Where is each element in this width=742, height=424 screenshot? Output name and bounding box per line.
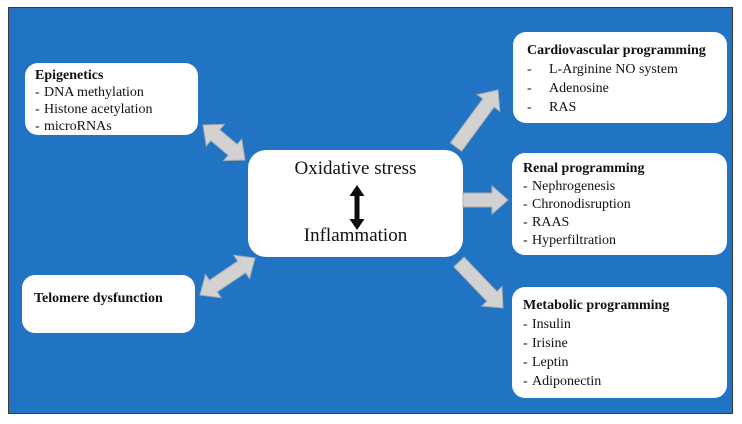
list-item: - Chronodisruption (523, 196, 721, 214)
list-item: - Histone acetylation (35, 101, 190, 118)
metabolic-title: Metabolic programming (523, 298, 670, 313)
item-text: DNA methylation (44, 85, 144, 100)
telomere-title: Telomere dysfunction (34, 291, 163, 306)
dash-bullet: - (523, 336, 528, 351)
item-text: Adiponectin (532, 374, 602, 389)
list-item: - microRNAs (35, 118, 190, 135)
list-item: - Adiponectin (523, 372, 721, 391)
dash-bullet: - (527, 100, 532, 115)
list-item: - Nephrogenesis (523, 178, 721, 196)
list-item: - L-Arginine NO system (527, 60, 721, 79)
center-box: Oxidative stress Inflammation (248, 150, 463, 257)
list-item: - Leptin (523, 353, 721, 372)
list-item: - Irisine (523, 334, 721, 353)
epigenetics-title: Epigenetics (35, 68, 104, 83)
item-text: Nephrogenesis (532, 179, 616, 194)
dash-bullet: - (523, 197, 528, 212)
list-item: - RAS (527, 98, 721, 117)
item-text: Hyperfiltration (532, 233, 616, 248)
dash-bullet: - (527, 81, 532, 96)
renal-programming-box: Renal programming - Nephrogenesis - Chro… (512, 153, 727, 255)
cardiovascular-title: Cardiovascular programming (527, 43, 706, 58)
dash-bullet: - (523, 179, 528, 194)
metabolic-programming-box: Metabolic programming - Insulin - Irisin… (512, 287, 727, 398)
item-text: Leptin (532, 355, 569, 370)
dash-bullet: - (523, 355, 528, 370)
list-item: - Adenosine (527, 79, 721, 98)
cardiovascular-programming-box: Cardiovascular programming - L-Arginine … (513, 32, 727, 123)
item-text: L-Arginine NO system (549, 62, 678, 77)
item-text: microRNAs (44, 119, 112, 134)
dash-bullet: - (35, 85, 40, 100)
oxidative-stress-label: Oxidative stress (294, 158, 417, 179)
dash-bullet: - (523, 215, 528, 230)
item-text: Histone acetylation (44, 102, 153, 117)
dash-bullet: - (527, 62, 532, 77)
dash-bullet: - (523, 374, 528, 389)
list-item: - DNA methylation (35, 84, 190, 101)
dash-bullet: - (35, 102, 40, 117)
renal-title: Renal programming (523, 161, 645, 176)
item-text: RAS (549, 100, 577, 115)
item-text: Chronodisruption (532, 197, 631, 212)
item-text: Adenosine (549, 81, 609, 96)
telomere-dysfunction-box: Telomere dysfunction (22, 275, 195, 333)
list-item: - Insulin (523, 315, 721, 334)
dash-bullet: - (35, 119, 40, 134)
epigenetics-box: Epigenetics - DNA methylation - Histone … (25, 63, 198, 135)
dash-bullet: - (523, 317, 528, 332)
dash-bullet: - (523, 233, 528, 248)
item-text: Insulin (532, 317, 571, 332)
list-item: - RAAS (523, 214, 721, 232)
item-text: Irisine (532, 336, 568, 351)
inflammation-label: Inflammation (303, 225, 408, 246)
list-item: - Hyperfiltration (523, 232, 721, 250)
item-text: RAAS (532, 215, 570, 230)
